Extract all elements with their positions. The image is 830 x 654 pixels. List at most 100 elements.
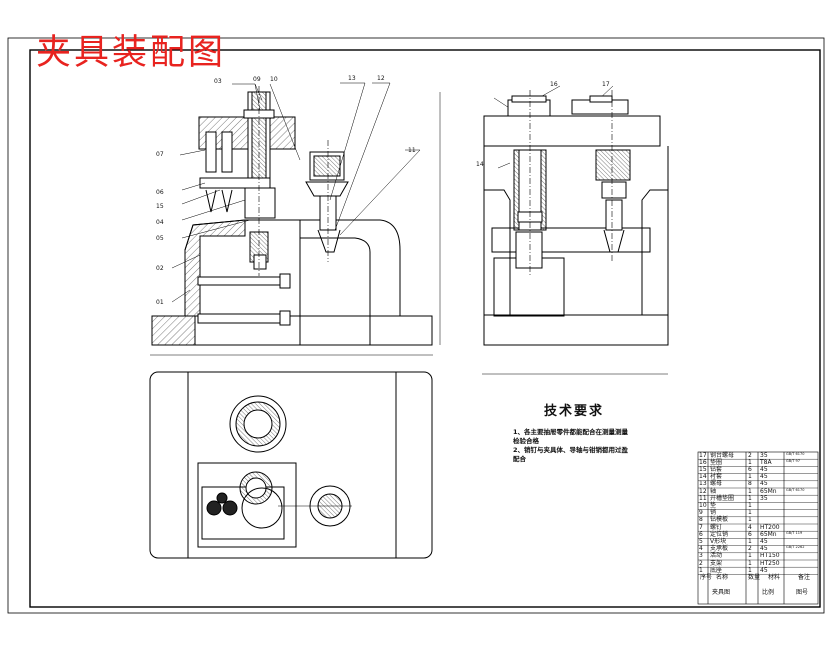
leader-label: 17 <box>602 81 610 88</box>
bom-cell-mat: 45 <box>760 545 768 553</box>
bom-cell-qty: 1 <box>748 516 752 524</box>
leader-label: 16 <box>550 81 558 88</box>
bom-cell-qty: 6 <box>748 466 752 473</box>
arch <box>300 219 433 346</box>
bom-cell-qty: 4 <box>748 523 752 531</box>
bom-cell-no: 9 <box>699 509 703 517</box>
bom-cell-qty: 1 <box>748 473 752 481</box>
leader-lines <box>171 82 614 303</box>
bom-cell-mat: HT250 <box>760 559 780 567</box>
bom-cell-qty: 1 <box>748 494 752 502</box>
leader-label: 05 <box>156 235 164 242</box>
bom-cell-mat: 35 <box>760 451 768 459</box>
bom-cell-name: 螺母 <box>710 480 723 488</box>
leader-label: 10 <box>270 76 278 83</box>
bom-cell-mat: T8A <box>760 458 772 466</box>
bom-cell-qty: 2 <box>748 545 752 553</box>
bom-cell-name: 垫圈 <box>710 458 723 466</box>
bom-cell-name: 垫 <box>710 502 717 509</box>
bom-cell-mat: HT200 <box>760 523 780 531</box>
bom-cell-mat: 45 <box>760 566 768 574</box>
title-block-scale: 比例 <box>762 589 775 597</box>
bom-cell-name: 螺钉 <box>710 523 723 531</box>
leader-label: 01 <box>156 299 164 306</box>
leader-label: 12 <box>377 75 385 82</box>
bom-cell-mat: 45 <box>760 473 768 481</box>
bom-cell-name: 开槽垫圈 <box>710 494 735 502</box>
bom-header-note: 备注 <box>798 574 811 582</box>
bom-header-mat: 材料 <box>768 574 781 582</box>
bom-cell-qty: 1 <box>748 552 752 560</box>
bom-cell-qty: 6 <box>748 530 752 538</box>
bom-cell-mat: 65Mn <box>760 487 777 495</box>
leader-label: 11 <box>408 147 416 154</box>
bom-cell-mat: 35 <box>760 494 768 502</box>
tech-requirements-title: 技术要求 <box>544 404 605 419</box>
side-view <box>482 90 669 375</box>
leader-label: 07 <box>156 151 164 158</box>
tech-line: 配合 <box>513 455 526 463</box>
bom-header-qty: 数量 <box>748 574 761 582</box>
bom-cell-no: 10 <box>699 502 707 509</box>
bom-cell-qty: 1 <box>748 502 752 509</box>
bom-cell-qty: 2 <box>748 451 752 459</box>
bom-cell-no: 6 <box>699 530 703 538</box>
bom-cell-qty: 1 <box>748 487 752 495</box>
bom-cell-name: 支承板 <box>710 545 729 553</box>
bom-cell-mat: 45 <box>760 480 768 488</box>
bom-cell-no: 7 <box>699 523 703 531</box>
bom-cell-qty: 8 <box>748 480 752 488</box>
bom-cell-no: 1 <box>699 566 703 574</box>
leader-label: 03 <box>214 78 222 85</box>
bom-cell-name: 支架 <box>710 559 723 567</box>
bom-cell-no: 11 <box>699 494 707 502</box>
bom-cell-no: 17 <box>699 451 707 459</box>
bom-cell-qty: 1 <box>748 559 752 567</box>
front-view <box>150 86 441 356</box>
bom-cell-no: 16 <box>699 458 707 466</box>
bom-cell-std: GB/T 2262 <box>786 545 805 550</box>
bom-cell-std: GB/T 6170 <box>786 451 805 456</box>
title-block-sheet: 图号 <box>796 589 809 597</box>
bom-cell-no: 15 <box>699 466 707 473</box>
bom-cell-no: 12 <box>699 487 707 495</box>
leader-label: 06 <box>156 189 164 196</box>
bom-cell-no: 8 <box>699 516 703 524</box>
leader-label: 02 <box>156 265 164 272</box>
title-block-name: 夹具图 <box>712 589 731 597</box>
bom-cell-no: 5 <box>699 538 703 545</box>
bom-table <box>697 451 819 605</box>
inner-border <box>29 49 821 608</box>
bom-cell-name: 底座 <box>710 566 723 574</box>
leader-label: 09 <box>253 76 261 83</box>
bom-cell-name: 钻模板 <box>710 516 729 524</box>
top-view <box>149 371 433 559</box>
bom-cell-mat: 45 <box>760 538 768 545</box>
leader-label: 15 <box>156 203 164 210</box>
leader-label: 04 <box>156 219 164 226</box>
bom-header-no: 序号 <box>700 574 713 582</box>
bom-cell-name: V形块 <box>710 538 727 545</box>
bom-cell-name: 销 <box>710 509 717 517</box>
bom-cell-no: 4 <box>699 545 703 553</box>
bom-cell-qty: 1 <box>748 458 752 466</box>
bom-cell-name: 活动 <box>710 552 723 560</box>
bom-cell-std: GB/T 6170 <box>786 487 805 492</box>
bom-cell-mat: 45 <box>760 466 768 473</box>
bom-cell-mat: HT150 <box>760 552 780 560</box>
leader-label: 13 <box>348 75 356 82</box>
tech-line: 1、各主要抽屉零件都能配合在测量测量 <box>513 428 629 436</box>
bom-cell-no: 3 <box>699 552 703 560</box>
bom-cell-name: 衬套 <box>710 473 723 481</box>
outer-border <box>7 37 825 614</box>
bom-cell-name: 轴 <box>710 487 717 495</box>
leader-label: 14 <box>476 161 484 168</box>
bom-cell-name: 钻套 <box>710 466 723 473</box>
tech-line: 检验合格 <box>513 437 539 445</box>
bom-cell-no: 14 <box>699 473 707 481</box>
bom-header-name: 名称 <box>716 574 729 582</box>
bom-cell-qty: 1 <box>748 509 752 517</box>
bom-cell-no: 13 <box>699 480 707 488</box>
bom-cell-name: 钢台螺母 <box>710 451 735 459</box>
